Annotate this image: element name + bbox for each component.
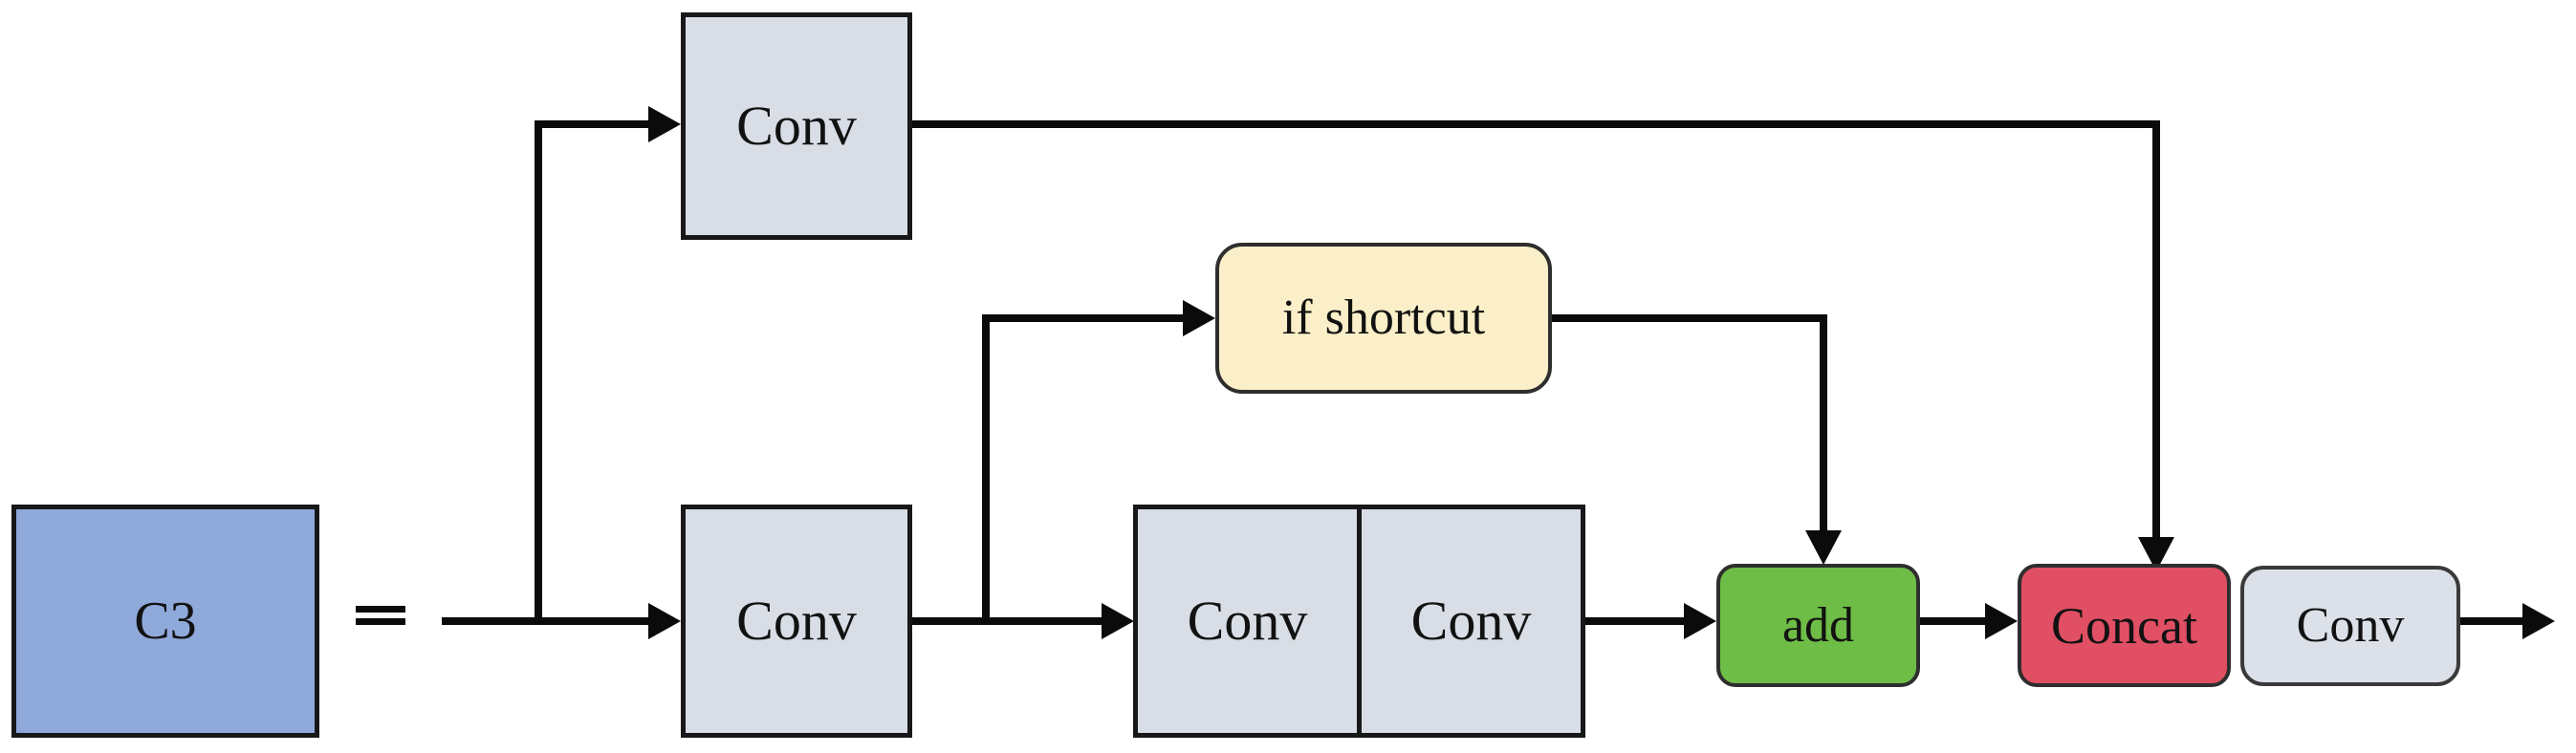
edge-if-shortcut-to-add-h xyxy=(1552,314,1827,322)
node-concat-label: Concat xyxy=(2051,596,2197,655)
arrowhead-into-add-top xyxy=(1805,530,1842,565)
edge-conv-top-to-concat-h xyxy=(912,120,2160,128)
equals-sign xyxy=(356,606,405,625)
node-concat: Concat xyxy=(2018,564,2231,687)
conv-pair-divider xyxy=(1357,509,1362,733)
edge-conv-top-to-concat-v xyxy=(2152,120,2160,537)
node-conv-pair-left-label: Conv xyxy=(1187,590,1308,652)
edge-pair-to-add xyxy=(1585,617,1684,625)
edge-into-conv-top xyxy=(538,120,648,128)
node-c3: C3 xyxy=(11,505,319,738)
node-add: add xyxy=(1716,564,1920,687)
arrowhead-into-conv-top xyxy=(648,106,681,142)
node-conv-pair-right-label: Conv xyxy=(1410,590,1532,652)
arrowhead-into-add-left xyxy=(1684,603,1716,639)
edge-if-shortcut-to-add-v xyxy=(1820,314,1827,530)
node-conv-top: Conv xyxy=(681,12,912,240)
node-add-label: add xyxy=(1781,597,1855,653)
edge-add-to-concat xyxy=(1920,617,1985,625)
node-conv-top-label: Conv xyxy=(736,95,857,157)
equals-bar-top xyxy=(356,606,405,613)
arrowhead-into-concat-left xyxy=(1985,603,2018,639)
arrowhead-into-if-shortcut xyxy=(1183,300,1215,336)
node-conv-pair: Conv Conv xyxy=(1133,505,1585,738)
edge-conv-mid-to-pair xyxy=(912,617,1102,625)
arrowhead-into-conv-mid xyxy=(648,603,681,639)
node-conv-pair-left: Conv xyxy=(1138,509,1357,733)
node-conv-out-label: Conv xyxy=(2296,598,2405,653)
edge-input-main xyxy=(442,617,648,625)
arrowhead-into-conv-pair xyxy=(1102,603,1134,639)
edge-into-if-shortcut xyxy=(986,314,1183,322)
node-c3-label: C3 xyxy=(134,592,197,651)
node-conv-mid-label: Conv xyxy=(736,590,857,652)
node-conv-mid: Conv xyxy=(681,505,912,738)
edge-branch-up-left xyxy=(535,120,542,625)
equals-bar-bottom xyxy=(356,618,405,625)
edge-branch-up-mid xyxy=(982,314,990,625)
node-if-shortcut-label: if shortcut xyxy=(1281,290,1486,345)
node-conv-out: Conv xyxy=(2240,566,2460,686)
node-if-shortcut: if shortcut xyxy=(1215,243,1552,394)
arrowhead-output xyxy=(2522,603,2555,639)
node-conv-pair-right: Conv xyxy=(1362,509,1581,733)
edge-output xyxy=(2460,617,2522,625)
